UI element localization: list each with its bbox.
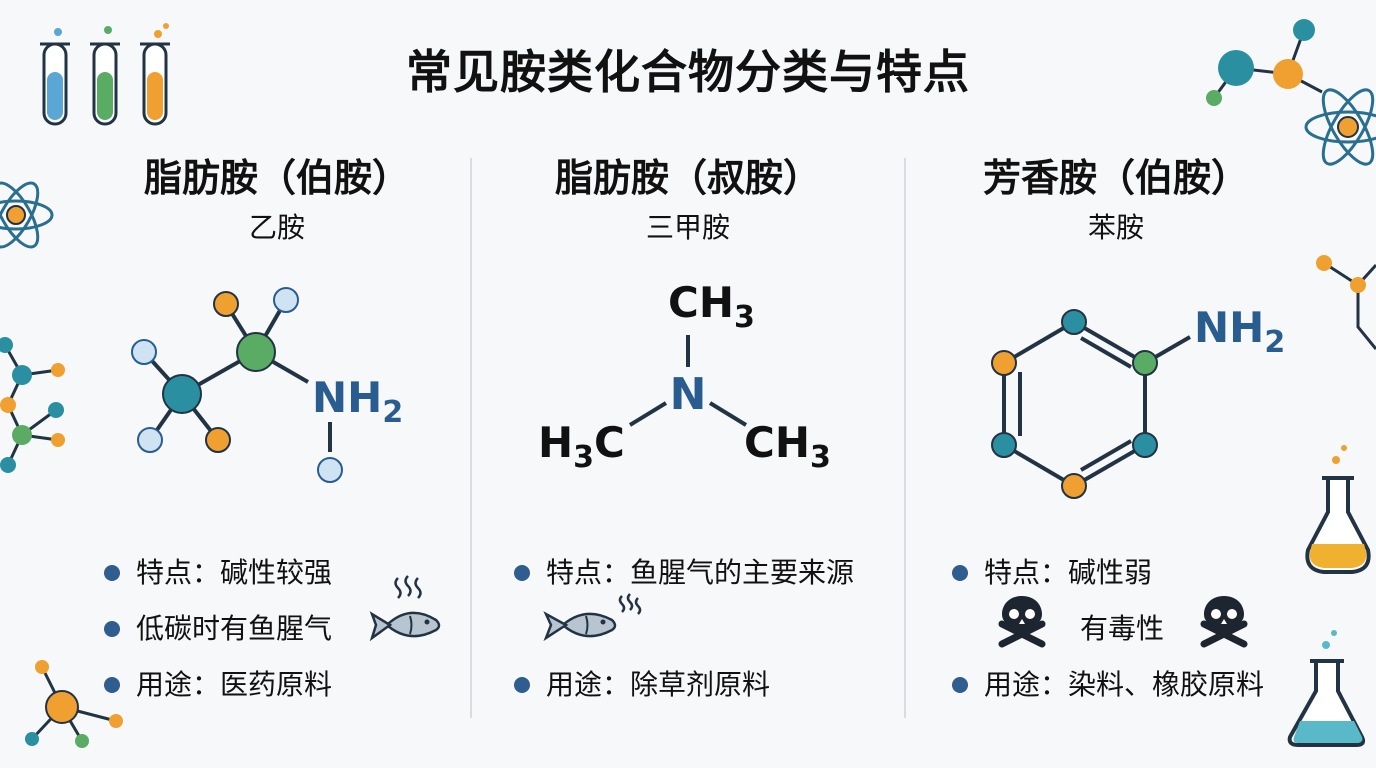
atom-icon [0, 181, 54, 249]
svg-text:NH2: NH2 [1194, 303, 1285, 360]
compound-name: 乙胺 [248, 211, 305, 244]
list-item-text: 低碳时有鱼腥气 [136, 612, 333, 645]
svg-text:H3C: H3C [538, 418, 625, 475]
column-title: 脂肪胺（伯胺） [143, 156, 410, 200]
column-divider [470, 158, 472, 718]
flask-icon [1305, 445, 1371, 574]
column-divider [904, 158, 906, 718]
page-title: 常见胺类化合物分类与特点 [406, 45, 970, 99]
bullet-dot [104, 677, 120, 693]
skull-crossbones-icon [998, 596, 1046, 648]
bullet-dot [514, 565, 530, 581]
amino-group-subscript: 2 [1264, 325, 1285, 360]
column-tertiary-aliphatic: 脂肪胺（叔胺） 三甲胺 [478, 152, 898, 246]
list-item-text: 特点：鱼腥气的主要来源 [546, 556, 855, 589]
bullet-dot [514, 677, 530, 693]
nitrogen-atom-label: N [670, 369, 707, 420]
list-item: 特点：碱性弱 [952, 555, 1152, 591]
column-title: 脂肪胺（叔胺） [554, 156, 821, 200]
bullet-dot [952, 677, 968, 693]
molecule-icon [0, 337, 65, 473]
fish-icon [369, 575, 441, 642]
molecule-icon [1206, 19, 1376, 166]
methyl-left-tail: C [594, 418, 625, 467]
methyl-top-label: CH [668, 278, 734, 327]
skull-crossbones-icon [1200, 596, 1248, 648]
beaker-icon [1287, 630, 1366, 747]
molecule-icon [1316, 255, 1376, 350]
svg-text:CH3: CH3 [668, 278, 755, 335]
svg-text:CH3: CH3 [744, 418, 831, 475]
list-item-text: 特点：碱性较强 [136, 556, 333, 589]
methyl-left-subscript: 3 [573, 440, 594, 475]
column-primary-aromatic: 芳香胺（伯胺） 苯胺 [906, 152, 1326, 246]
amino-group-label: NH [1194, 303, 1264, 352]
svg-text:NH2: NH2 [312, 373, 403, 430]
list-item-text: 用途：染料、橡胶原料 [984, 668, 1265, 701]
molecule-icon [25, 660, 123, 748]
bullet-dot [952, 565, 968, 581]
amino-group-subscript: 2 [382, 395, 403, 430]
aniline-structure: NH2 [991, 303, 1285, 499]
ethylamine-structure: NH2 [131, 287, 403, 483]
trimethylamine-structure: CH3 N H3C CH3 [538, 278, 831, 475]
list-item: 用途：除草剂原料 [514, 667, 770, 703]
methyl-right-label: CH [744, 418, 810, 467]
list-item: 用途：染料、橡胶原料 [952, 667, 1264, 703]
list-item-text: 特点：碱性弱 [984, 556, 1153, 589]
column-title: 芳香胺（伯胺） [982, 156, 1249, 200]
list-item: 特点：碱性较强 [104, 555, 332, 591]
bullet-dot [104, 565, 120, 581]
list-item: 用途：医药原料 [104, 667, 332, 703]
compound-name: 苯胺 [1087, 211, 1144, 244]
methyl-top-subscript: 3 [734, 300, 755, 335]
methyl-left-label: H [538, 418, 573, 467]
list-item: 特点：鱼腥气的主要来源 [514, 555, 854, 591]
fish-icon [543, 593, 642, 642]
list-item-text: 有毒性 [1080, 612, 1165, 645]
list-item-text: 用途：除草剂原料 [546, 668, 771, 701]
test-tubes-icon [40, 23, 170, 126]
list-item-text: 用途：医药原料 [136, 668, 333, 701]
compound-name: 三甲胺 [645, 211, 730, 244]
column-primary-aliphatic: 脂肪胺（伯胺） 乙胺 [67, 152, 487, 246]
list-item: 低碳时有鱼腥气 [104, 611, 332, 647]
bullet-dot [104, 621, 120, 637]
methyl-right-subscript: 3 [810, 440, 831, 475]
amino-group-label: NH [312, 373, 382, 422]
